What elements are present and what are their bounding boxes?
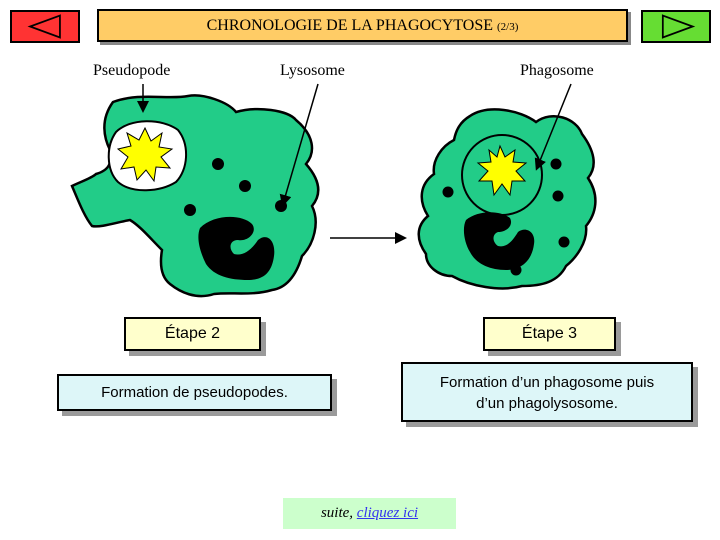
right-triangle-icon bbox=[661, 14, 696, 39]
macrophage-cell-step3 bbox=[417, 108, 597, 290]
continue-box: suite, cliquez ici bbox=[283, 498, 456, 529]
continue-link[interactable]: cliquez ici bbox=[356, 505, 419, 521]
bacterium-step3 bbox=[476, 144, 528, 197]
step3-description-line2: d’un phagolysosome. bbox=[476, 395, 618, 412]
next-button[interactable] bbox=[641, 10, 711, 43]
label-phagosome: Phagosome bbox=[520, 62, 594, 79]
left-triangle-icon bbox=[27, 14, 61, 39]
label-lysosome: Lysosome bbox=[280, 62, 345, 79]
title-text: CHRONOLOGIE DE LA PHAGOCYTOSE bbox=[206, 17, 493, 34]
step3-title: Étape 3 bbox=[483, 317, 616, 351]
step2-title: Étape 2 bbox=[124, 317, 261, 351]
lysosome-arrow bbox=[279, 83, 319, 207]
macrophage-cell-step2 bbox=[70, 94, 320, 298]
step3-description: Formation d’un phagosome puis d’un phago… bbox=[401, 362, 693, 422]
title-part: (2/3) bbox=[496, 21, 519, 33]
phagosome-arrow bbox=[534, 83, 572, 171]
page-title: CHRONOLOGIE DE LA PHAGOCYTOSE (2/3) bbox=[97, 9, 628, 42]
label-pseudopode: Pseudopode bbox=[93, 62, 171, 79]
step2-description: Formation de pseudopodes. bbox=[57, 374, 332, 411]
continue-prefix: suite, bbox=[320, 505, 357, 521]
step3-description-line1: Formation d’un phagosome puis bbox=[439, 374, 655, 391]
bacterium-step2 bbox=[116, 126, 174, 183]
previous-button[interactable] bbox=[10, 10, 80, 43]
